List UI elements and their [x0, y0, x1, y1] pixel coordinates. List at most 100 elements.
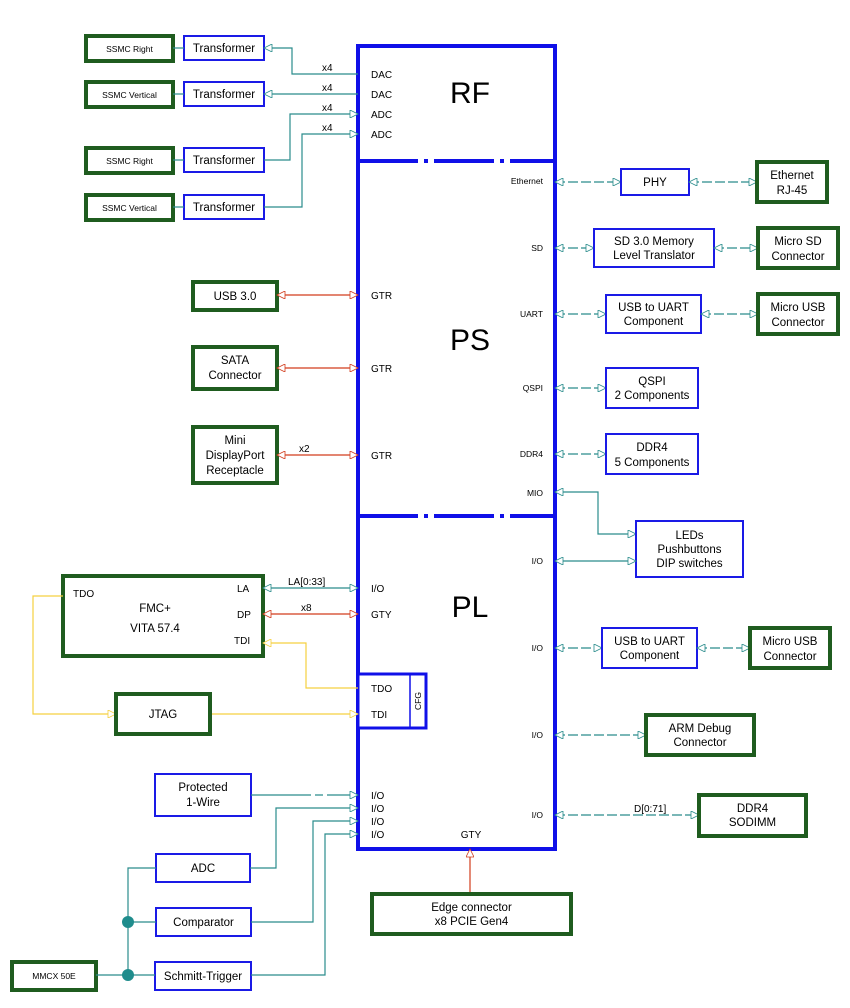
sata-label: SATA	[221, 355, 250, 367]
microusb-label: Connector	[771, 317, 824, 329]
jtag-box	[114, 692, 212, 736]
schmitt-label: Schmitt-Trigger	[164, 971, 242, 983]
microusb-box	[748, 626, 832, 670]
bus-width: D[0:71]	[634, 804, 666, 815]
adc-label: ADC	[191, 863, 215, 875]
io-port: I/O	[371, 791, 385, 802]
bus-width: x4	[322, 123, 333, 134]
cfg-tdo: TDO	[371, 684, 392, 695]
edge-connector-box	[370, 892, 573, 936]
ddr4-port: DDR4	[520, 449, 543, 459]
ps-label: PS	[450, 324, 490, 357]
ssmc-right-label: SSMC Right	[106, 44, 153, 54]
displayport-box	[191, 425, 279, 485]
usb-uart-label: Component	[620, 650, 680, 662]
phy-label: PHY	[643, 177, 667, 189]
sd-translator-box	[593, 228, 715, 268]
displayport-label: Receptacle	[206, 465, 264, 477]
transformer-label: Transformer	[193, 155, 255, 167]
microsd-label: Connector	[771, 251, 824, 263]
rf-label: RF	[450, 77, 490, 110]
phy-box	[620, 168, 690, 196]
leds-label: Pushbuttons	[658, 544, 722, 556]
onewire-label: 1-Wire	[186, 797, 220, 809]
fmc-pin-tdi: TDI	[234, 636, 250, 647]
pl-label: PL	[452, 591, 489, 624]
io-port: I/O	[371, 804, 385, 815]
mio-link	[555, 492, 636, 534]
ethernet-port: Ethernet	[511, 176, 544, 186]
onewire-label: Protected	[178, 782, 227, 794]
la-bus: LA[0:33]	[288, 577, 325, 588]
gtr-port: GTR	[371, 291, 392, 302]
io-port: I/O	[371, 817, 385, 828]
microsd-label: Micro SD	[774, 236, 821, 248]
junction-node	[122, 969, 134, 981]
microusb-label: Micro USB	[763, 636, 818, 648]
cfg-box	[356, 672, 428, 730]
sd-translator-label: SD 3.0 Memory	[614, 236, 694, 248]
usb-uart-label: USB to UART	[618, 302, 689, 314]
comparator-label: Comparator	[173, 917, 234, 929]
bus-width: x2	[299, 444, 310, 455]
transformer-box	[183, 147, 265, 173]
la-port: I/O	[371, 584, 385, 595]
bus-width: x4	[322, 103, 333, 114]
mio-port: MIO	[527, 488, 543, 498]
adc-link	[264, 114, 358, 161]
usb-uart-box	[605, 294, 702, 334]
ddr4-box	[605, 433, 699, 475]
rj45-box	[755, 160, 829, 204]
gtr-port: GTR	[371, 451, 392, 462]
leds-box	[635, 520, 744, 578]
mmcx-label: MMCX 50E	[32, 971, 76, 981]
io-port: I/O	[532, 810, 544, 820]
comparator-link	[251, 821, 358, 923]
ps-right-section: Ethernet PHY Ethernet RJ-45 SD SD 3.0 Me…	[511, 160, 840, 534]
arm-debug-label: ARM Debug	[669, 723, 732, 735]
rj45-label: Ethernet	[770, 170, 814, 182]
rf-port-dac: DAC	[371, 70, 392, 81]
rj45-label: RJ-45	[777, 185, 808, 197]
adc-link	[250, 808, 358, 869]
ssmc-vertical-label: SSMC Vertical	[102, 203, 157, 213]
rf-port-dac: DAC	[371, 90, 392, 101]
fmc-pin-la: LA	[237, 584, 250, 595]
gtr-port: GTR	[371, 364, 392, 375]
fmc-title: FMC+	[139, 603, 171, 615]
microsd-box	[756, 226, 840, 270]
uart-port: UART	[520, 309, 543, 319]
microusb-label: Connector	[763, 651, 816, 663]
fmc-title: VITA 57.4	[130, 623, 180, 635]
sodimm-label: SODIMM	[729, 817, 776, 829]
microusb-box	[756, 292, 840, 336]
fmc-pin-tdo: TDO	[73, 589, 94, 600]
onewire-box	[154, 773, 252, 817]
schmitt-box	[154, 961, 252, 991]
arm-debug-label: Connector	[673, 737, 726, 749]
dp-bus: x8	[301, 603, 312, 614]
sodimm-box	[697, 793, 808, 838]
usb-uart-box	[601, 627, 698, 669]
sata-label: Connector	[208, 370, 261, 382]
leds-label: DIP switches	[656, 558, 723, 570]
gty-port: GTY	[371, 610, 392, 621]
rf-port-adc: ADC	[371, 110, 392, 121]
qspi-box	[605, 367, 699, 409]
pl-left-io-section: Protected 1-Wire ADC Comparator Schmitt-…	[10, 773, 385, 992]
bus-width: x4	[322, 83, 333, 94]
rf-port-adc: ADC	[371, 130, 392, 141]
mmcx-box	[10, 960, 98, 992]
usb3-box	[191, 280, 279, 312]
transformer-label: Transformer	[193, 43, 255, 55]
dac-link	[264, 48, 358, 75]
microusb-label: Micro USB	[771, 302, 826, 314]
ddr4-label: DDR4	[636, 442, 668, 454]
io-port: I/O	[371, 830, 385, 841]
rf-section: SSMC Right Transformer SSMC Vertical Tra…	[84, 34, 392, 222]
pl-right-section: LEDs Pushbuttons DIP switches I/O I/O US…	[532, 520, 832, 838]
usb3-label: USB 3.0	[214, 291, 257, 303]
fmc-pin-dp: DP	[237, 610, 251, 621]
qspi-label: QSPI	[638, 376, 665, 388]
io-port: I/O	[532, 556, 544, 566]
